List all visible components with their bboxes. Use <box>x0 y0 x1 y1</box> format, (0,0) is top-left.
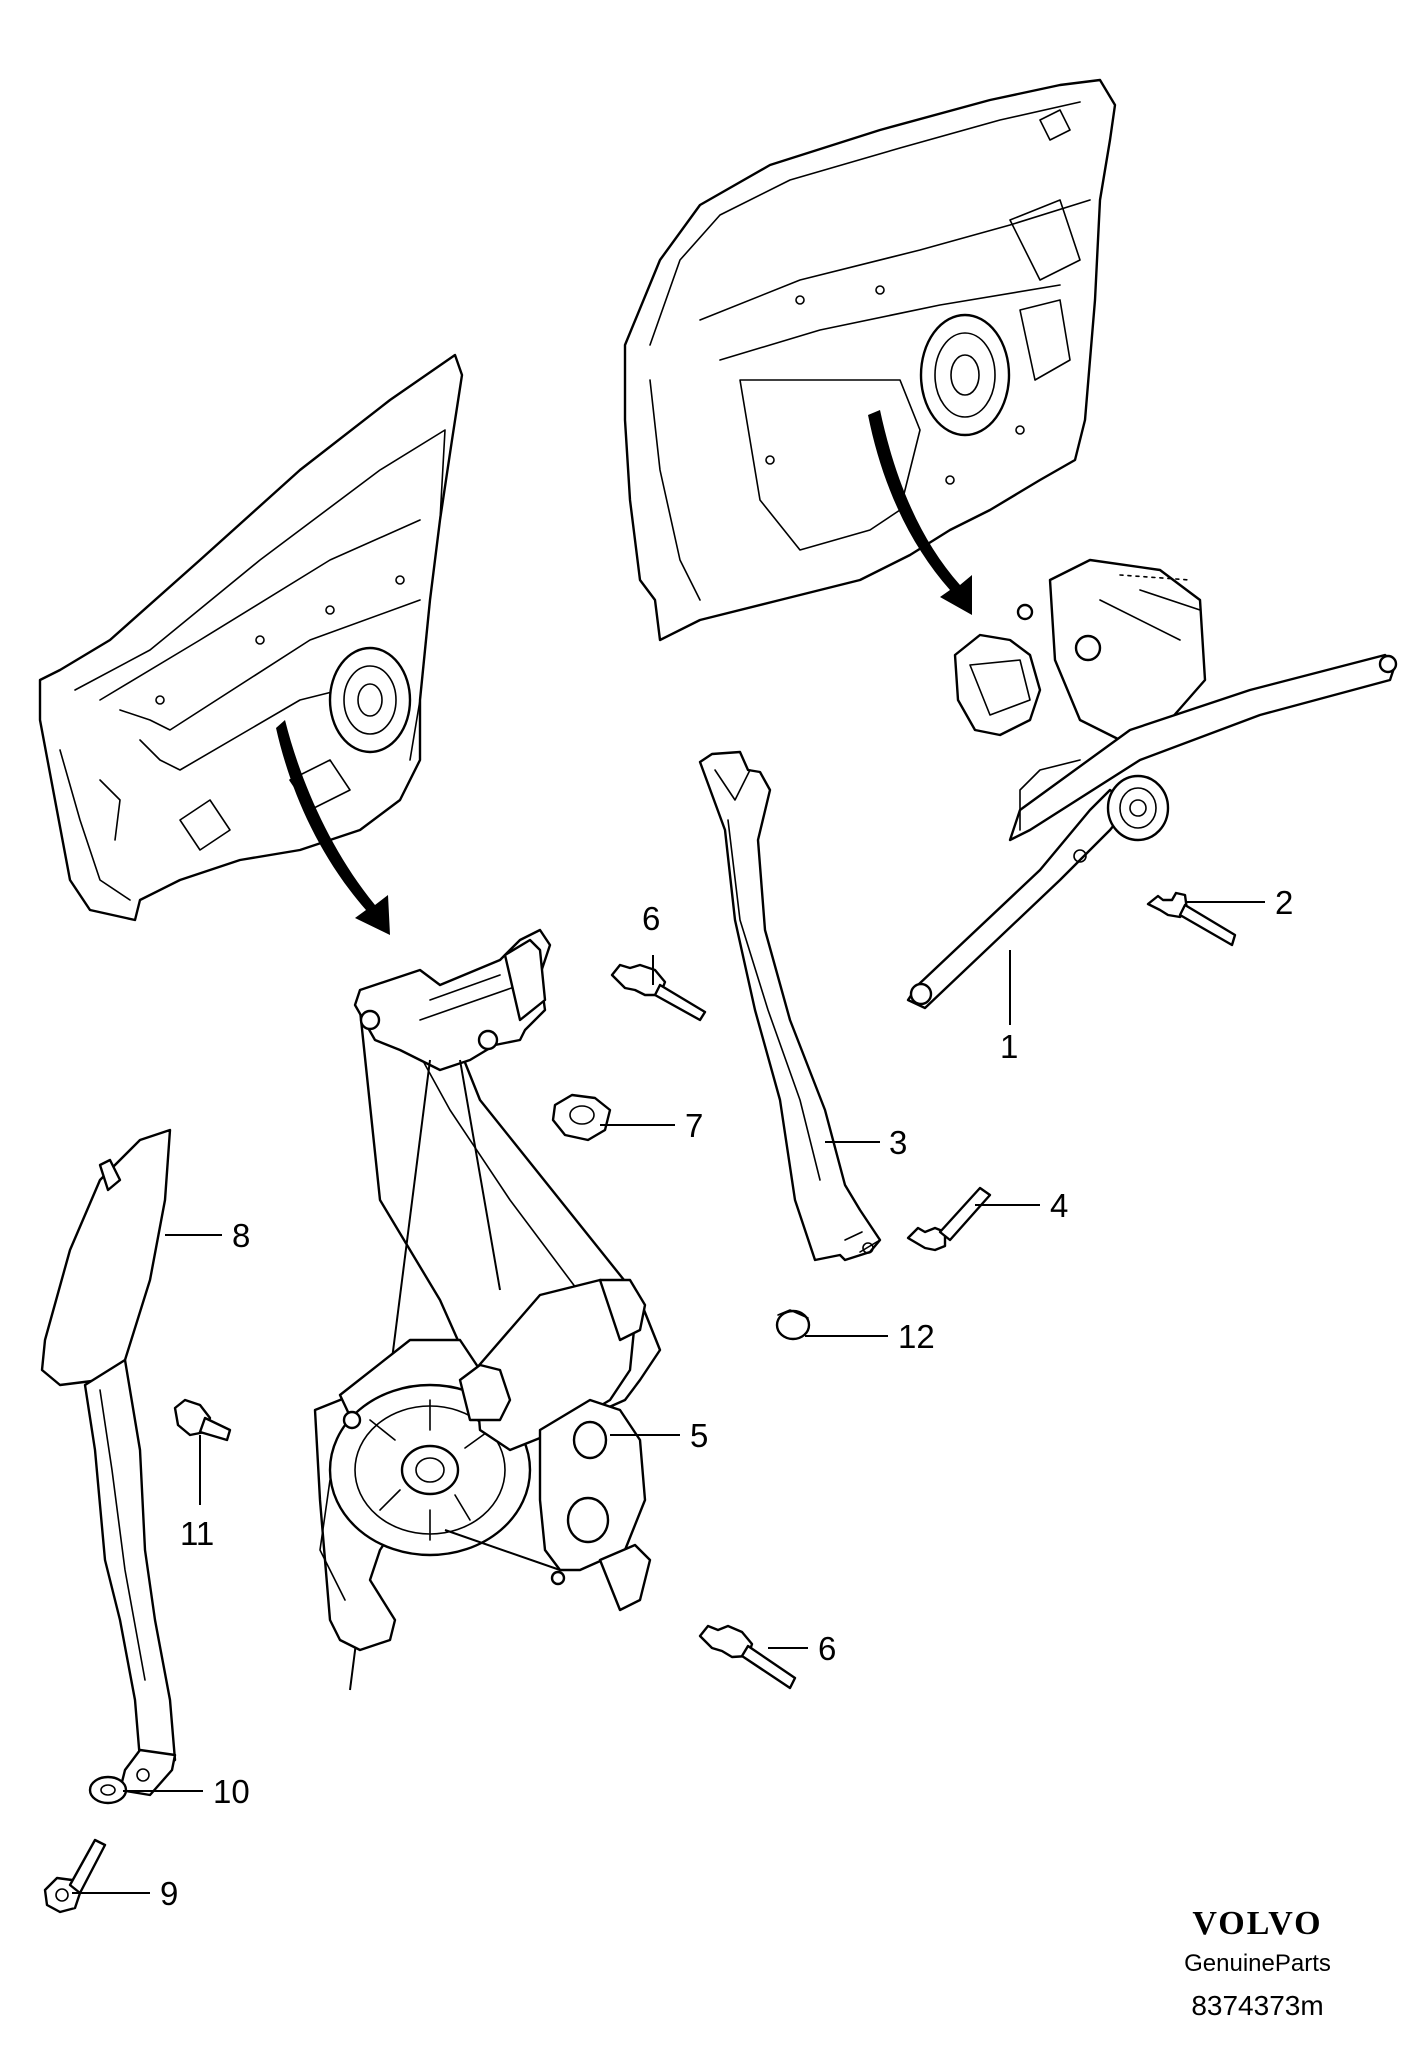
front-door-inner-panel <box>623 78 1117 642</box>
front-door-arrow <box>868 410 972 615</box>
volvo-logo: VOLVO <box>1192 1905 1323 1942</box>
callout-12: 12 <box>898 1318 935 1355</box>
callout-9: 9 <box>160 1875 178 1912</box>
plug-12 <box>775 1309 811 1341</box>
callout-7: 7 <box>685 1107 703 1144</box>
bolt-6-upper <box>610 963 707 1022</box>
rear-door-inner-panel <box>38 353 464 922</box>
callout-8: 8 <box>232 1217 250 1254</box>
diagram-id: 8374373m <box>1191 1990 1324 2021</box>
bolt-9 <box>43 1838 107 1914</box>
bolt-2 <box>1146 891 1237 947</box>
callout-10: 10 <box>213 1773 250 1810</box>
brand-subtitle: GenuineParts <box>1184 1950 1331 1977</box>
rear-window-regulator <box>313 928 662 1691</box>
callout-1: 1 <box>1000 1028 1018 1065</box>
callout-6-lower: 6 <box>818 1630 836 1667</box>
nut-7 <box>551 1093 612 1142</box>
rear-guide-rail <box>698 750 882 1262</box>
clip-11 <box>173 1398 232 1442</box>
rear-window-glass-run <box>40 1128 177 1797</box>
callout-5: 5 <box>690 1417 708 1454</box>
washer-10 <box>88 1775 128 1805</box>
callout-4: 4 <box>1050 1187 1068 1224</box>
callout-leaders <box>72 901 1265 1894</box>
bolt-4 <box>906 1186 992 1252</box>
bolt-6-lower <box>698 1624 797 1690</box>
callout-3: 3 <box>889 1124 907 1161</box>
rear-door-arrow <box>276 720 390 935</box>
front-window-regulator <box>906 558 1398 1010</box>
callout-11: 11 <box>180 1515 214 1552</box>
callout-2: 2 <box>1275 884 1293 921</box>
callout-6-upper: 6 <box>642 900 660 937</box>
